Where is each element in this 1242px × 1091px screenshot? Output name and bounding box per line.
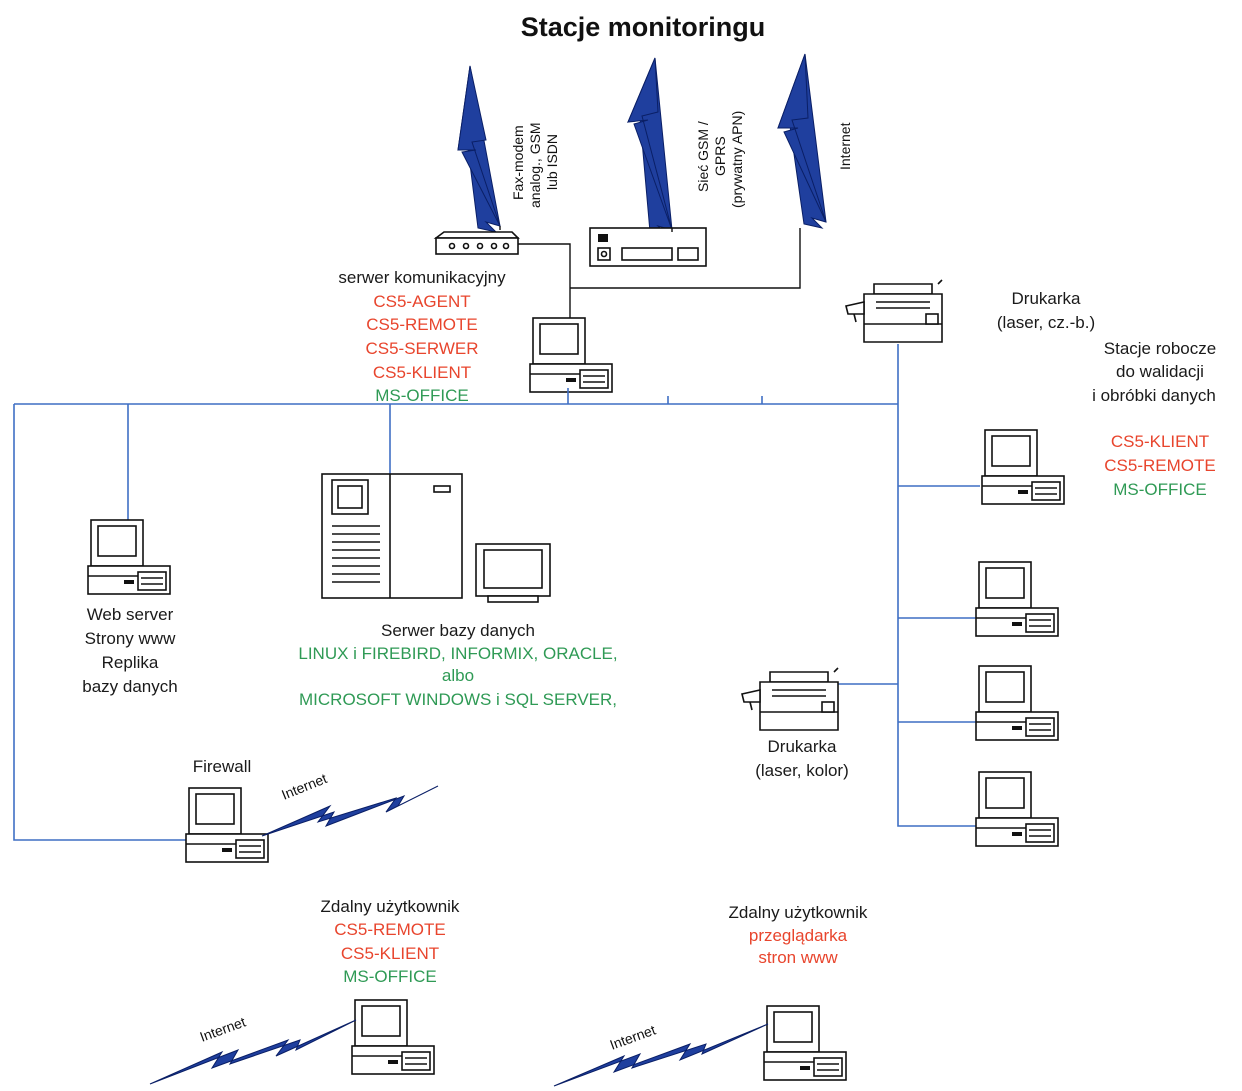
remote-user-2-internet-label: Internet <box>608 1022 658 1053</box>
gsm-uplink-label-2: GPRS <box>712 136 728 176</box>
workstation-2-computer-icon <box>975 561 1059 637</box>
fax-uplink-label-2: analog., GSM <box>527 122 543 208</box>
workstations-module-1: CS5-KLIENT <box>1111 432 1209 451</box>
comm-server-module-3: CS5-SERWER <box>365 339 478 358</box>
gsm-lightning-bolt-icon <box>627 57 673 237</box>
db-server-monitor-icon <box>475 543 551 603</box>
bw-printer-label-2: (laser, cz.-b.) <box>997 313 1095 332</box>
bw-printer-label-1: Drukarka <box>1012 289 1082 308</box>
workstations-module-2: CS5-REMOTE <box>1104 456 1215 475</box>
internet-uplink-label: Internet <box>837 122 853 170</box>
remote-user-1-module-2: CS5-KLIENT <box>341 944 439 963</box>
comm-server-module-2: CS5-REMOTE <box>366 315 477 334</box>
color-printer-label-2: (laser, kolor) <box>755 761 849 780</box>
fax-uplink-label-1: Fax-modem <box>510 125 526 200</box>
remote-user-1-module-1: CS5-REMOTE <box>334 920 445 939</box>
gprs-router-icon <box>589 227 707 267</box>
remote-user-2-internet-lightning-bolt-icon <box>553 1023 769 1087</box>
remote-user-2-computer-icon <box>763 1005 847 1081</box>
firewall-label: Firewall <box>193 757 252 776</box>
web-server-label-3: Replika <box>102 653 159 672</box>
remote-user-1-computer-icon <box>351 999 435 1075</box>
remote-user-1-module-3: MS-OFFICE <box>343 967 437 986</box>
comm-server-computer-icon <box>529 317 613 393</box>
db-server-label: Serwer bazy danych <box>381 621 535 640</box>
web-server-label-4: bazy danych <box>82 677 177 696</box>
workstations-label-1: Stacje robocze <box>1104 339 1216 358</box>
workstation-3-computer-icon <box>975 665 1059 741</box>
gsm-uplink-label-1: Sieć GSM / <box>695 121 711 192</box>
firewall-internet-lightning-bolt-icon <box>261 785 439 837</box>
internet-lightning-bolt-icon <box>777 53 827 229</box>
fax-lightning-bolt-icon <box>457 65 501 233</box>
diagram-title: Stacje monitoringu <box>521 12 766 42</box>
firewall-internet-label: Internet <box>279 770 329 803</box>
workstations-label-3: i obróbki danych <box>1092 386 1216 405</box>
remote-user-2-module-2: stron www <box>758 948 838 967</box>
web-server-computer-icon <box>87 519 171 595</box>
db-server-os-2: albo <box>442 666 474 685</box>
lan-backbone <box>13 344 980 841</box>
color-printer-label-1: Drukarka <box>768 737 838 756</box>
color-laser-printer-icon <box>741 667 839 731</box>
web-server-label-1: Web server <box>87 605 174 624</box>
firewall-computer-icon <box>185 787 269 863</box>
workstations-label-2: do walidacji <box>1116 362 1204 381</box>
remote-user-2-module-1: przeglądarka <box>749 926 848 945</box>
workstation-1-computer-icon <box>981 429 1065 505</box>
modem-icon <box>433 231 520 255</box>
comm-server-module-1: CS5-AGENT <box>373 292 470 311</box>
db-server-os-3: MICROSOFT WINDOWS i SQL SERVER, <box>299 690 617 709</box>
comm-server-module-5: MS-OFFICE <box>375 386 469 405</box>
comm-server-module-4: CS5-KLIENT <box>373 363 471 382</box>
fax-uplink-label-3: lub ISDN <box>544 134 560 190</box>
remote-user-1-internet-label: Internet <box>198 1014 248 1045</box>
bw-laser-printer-icon <box>845 279 943 343</box>
remote-user-2-label: Zdalny użytkownik <box>729 903 868 922</box>
remote-user-1-internet-lightning-bolt-icon <box>149 1019 357 1085</box>
db-server-os-1: LINUX i FIREBIRD, INFORMIX, ORACLE, <box>298 644 617 663</box>
comm-server-label: serwer komunikacyjny <box>338 268 506 287</box>
db-server-tower-icon <box>321 473 463 599</box>
remote-user-1-label: Zdalny użytkownik <box>321 897 460 916</box>
workstations-module-3: MS-OFFICE <box>1113 480 1207 499</box>
gsm-uplink-label-3: (prywatny APN) <box>729 111 745 208</box>
workstation-4-computer-icon <box>975 771 1059 847</box>
web-server-label-2: Strony www <box>85 629 176 648</box>
